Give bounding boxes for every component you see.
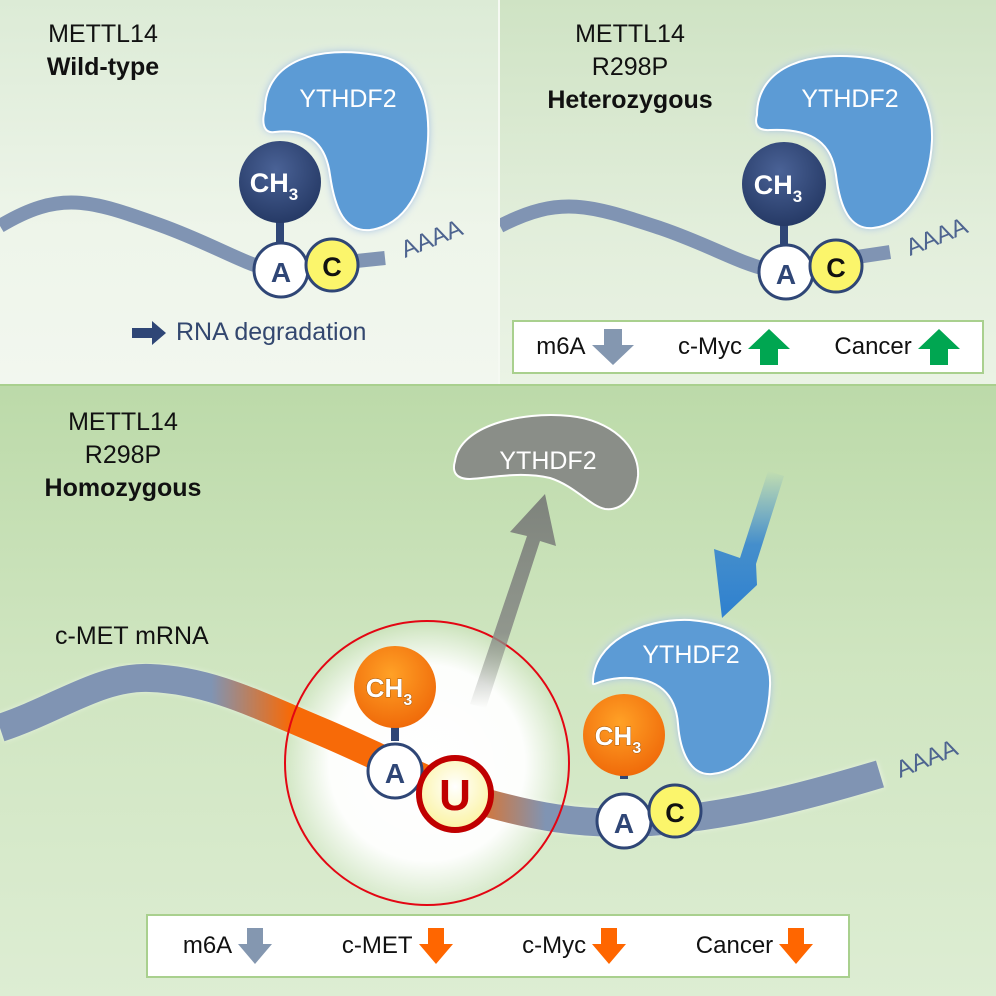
genotype-label: Wild-type <box>46 53 160 81</box>
ch3-methyl-group <box>354 646 436 728</box>
legend-label: Cancer <box>695 932 774 959</box>
mutation-label: R298P <box>84 441 162 469</box>
nucleotide-c-label: C <box>826 253 846 283</box>
down-arrow-icon <box>418 928 453 964</box>
wild-type-diagram: YTHDF2 CH3 A C AAAA <box>0 51 467 299</box>
gene-name: METTL14 <box>68 408 178 436</box>
heterozygous-diagram: YTHDF2 CH3 A C AAAA <box>500 54 972 301</box>
homozygous-diagram: YTHDF2 YTHDF2 CH3 A U CH3 A C AAAA <box>0 414 962 906</box>
panel-heterozygous: YTHDF2 CH3 A C AAAA METTL14 R298P Hetero… <box>500 0 996 384</box>
nucleotide-c <box>304 237 360 293</box>
ch3-label: CH3 <box>366 673 413 709</box>
ch3-label: CH3 <box>595 721 642 757</box>
wild-type-title: METTL14 Wild-type <box>28 18 178 84</box>
ch3-methyl-group <box>583 694 665 776</box>
heterozygous-effects-legend: m6A c-Myc Cancer <box>512 320 984 374</box>
legend-item-c-met: c-MET <box>342 928 453 964</box>
nucleotide-c-label: C <box>322 252 342 282</box>
panel-divider-vertical <box>498 0 500 384</box>
legend-label: m6A <box>182 932 233 959</box>
gene-name: METTL14 <box>48 20 158 48</box>
ch3-methyl-group <box>239 141 321 223</box>
down-arrow-icon <box>591 329 634 365</box>
right-arrow-icon <box>132 320 166 345</box>
ythdf2-protein <box>262 51 430 232</box>
nucleotide-a-label: A <box>271 257 291 288</box>
down-arrow-icon <box>592 928 627 964</box>
ythdf2-label: YTHDF2 <box>801 85 898 113</box>
legend-item-m6a: m6A <box>536 329 634 365</box>
nucleotide-a-label: A <box>614 808 634 839</box>
methyl-stem <box>780 215 788 245</box>
homozygous-title: METTL14 R298P Homozygous <box>28 406 218 505</box>
legend-item-c-myc: c-Myc <box>522 928 627 964</box>
bound-ythdf2-label: YTHDF2 <box>642 641 739 669</box>
panel-divider-horizontal <box>0 384 996 386</box>
homozygous-effects-legend: m6A c-MET c-Myc Cancer <box>146 914 850 978</box>
recruitment-arrow <box>714 471 784 618</box>
nucleotide-c <box>808 238 864 294</box>
down-arrow-icon <box>238 928 273 964</box>
polya-tail: AAAA <box>902 213 971 262</box>
legend-item-cancer: Cancer <box>834 329 960 365</box>
rna-strand <box>0 195 386 278</box>
panel-homozygous: YTHDF2 YTHDF2 CH3 A U CH3 A C AAAA METTL… <box>0 386 996 996</box>
legend-item-cancer: Cancer <box>695 928 814 964</box>
panel-wild-type: YTHDF2 CH3 A C AAAA METTL14 Wild-type RN… <box>0 0 498 384</box>
down-arrow-icon <box>779 928 814 964</box>
bound-ythdf2-protein <box>591 618 772 776</box>
up-arrow-icon <box>747 329 790 365</box>
heterozygous-title: METTL14 R298P Heterozygous <box>540 18 720 117</box>
released-ythdf2-label: YTHDF2 <box>499 447 596 475</box>
ch3-methyl-group <box>742 142 826 226</box>
legend-item-c-myc: c-Myc <box>678 329 790 365</box>
legend-label: c-MET <box>341 932 413 959</box>
nucleotide-u-mutation <box>416 755 494 833</box>
c-met-mrna-label: c-MET mRNA <box>55 622 209 650</box>
nucleotide-c-label: C <box>665 798 685 828</box>
methyl-stem <box>276 212 284 242</box>
mutation-highlight-circle <box>284 620 570 906</box>
nucleotide-a-label: A <box>776 259 796 290</box>
released-ythdf2-protein <box>452 414 640 511</box>
ch3-label: CH3 <box>250 168 298 204</box>
ythdf2-protein <box>755 54 934 230</box>
legend-label: m6A <box>536 333 586 360</box>
legend-label: c-Myc <box>522 932 587 959</box>
up-arrow-icon <box>917 329 960 365</box>
ch3-label: CH3 <box>754 170 802 206</box>
legend-label: c-Myc <box>677 333 742 360</box>
rna-strand <box>500 199 892 278</box>
nucleotide-c <box>647 783 703 839</box>
genotype-label: Homozygous <box>44 474 202 502</box>
gene-name: METTL14 <box>575 20 685 48</box>
legend-item-m6a: m6A <box>182 928 273 964</box>
mutation-label: R298P <box>591 53 669 81</box>
legend-label: Cancer <box>834 333 912 360</box>
polya-tail: AAAA <box>892 735 961 784</box>
nucleotide-u-label: U <box>439 771 471 820</box>
nucleotide-a-label: A <box>385 758 405 789</box>
rna-degradation-caption: RNA degradation <box>132 318 366 347</box>
nucleotide-a <box>366 742 424 800</box>
polya-tail: AAAA <box>397 215 466 264</box>
release-arrow <box>470 494 556 708</box>
caption-text: RNA degradation <box>176 318 367 346</box>
ythdf2-label: YTHDF2 <box>299 85 396 113</box>
genotype-label: Heterozygous <box>547 86 713 114</box>
